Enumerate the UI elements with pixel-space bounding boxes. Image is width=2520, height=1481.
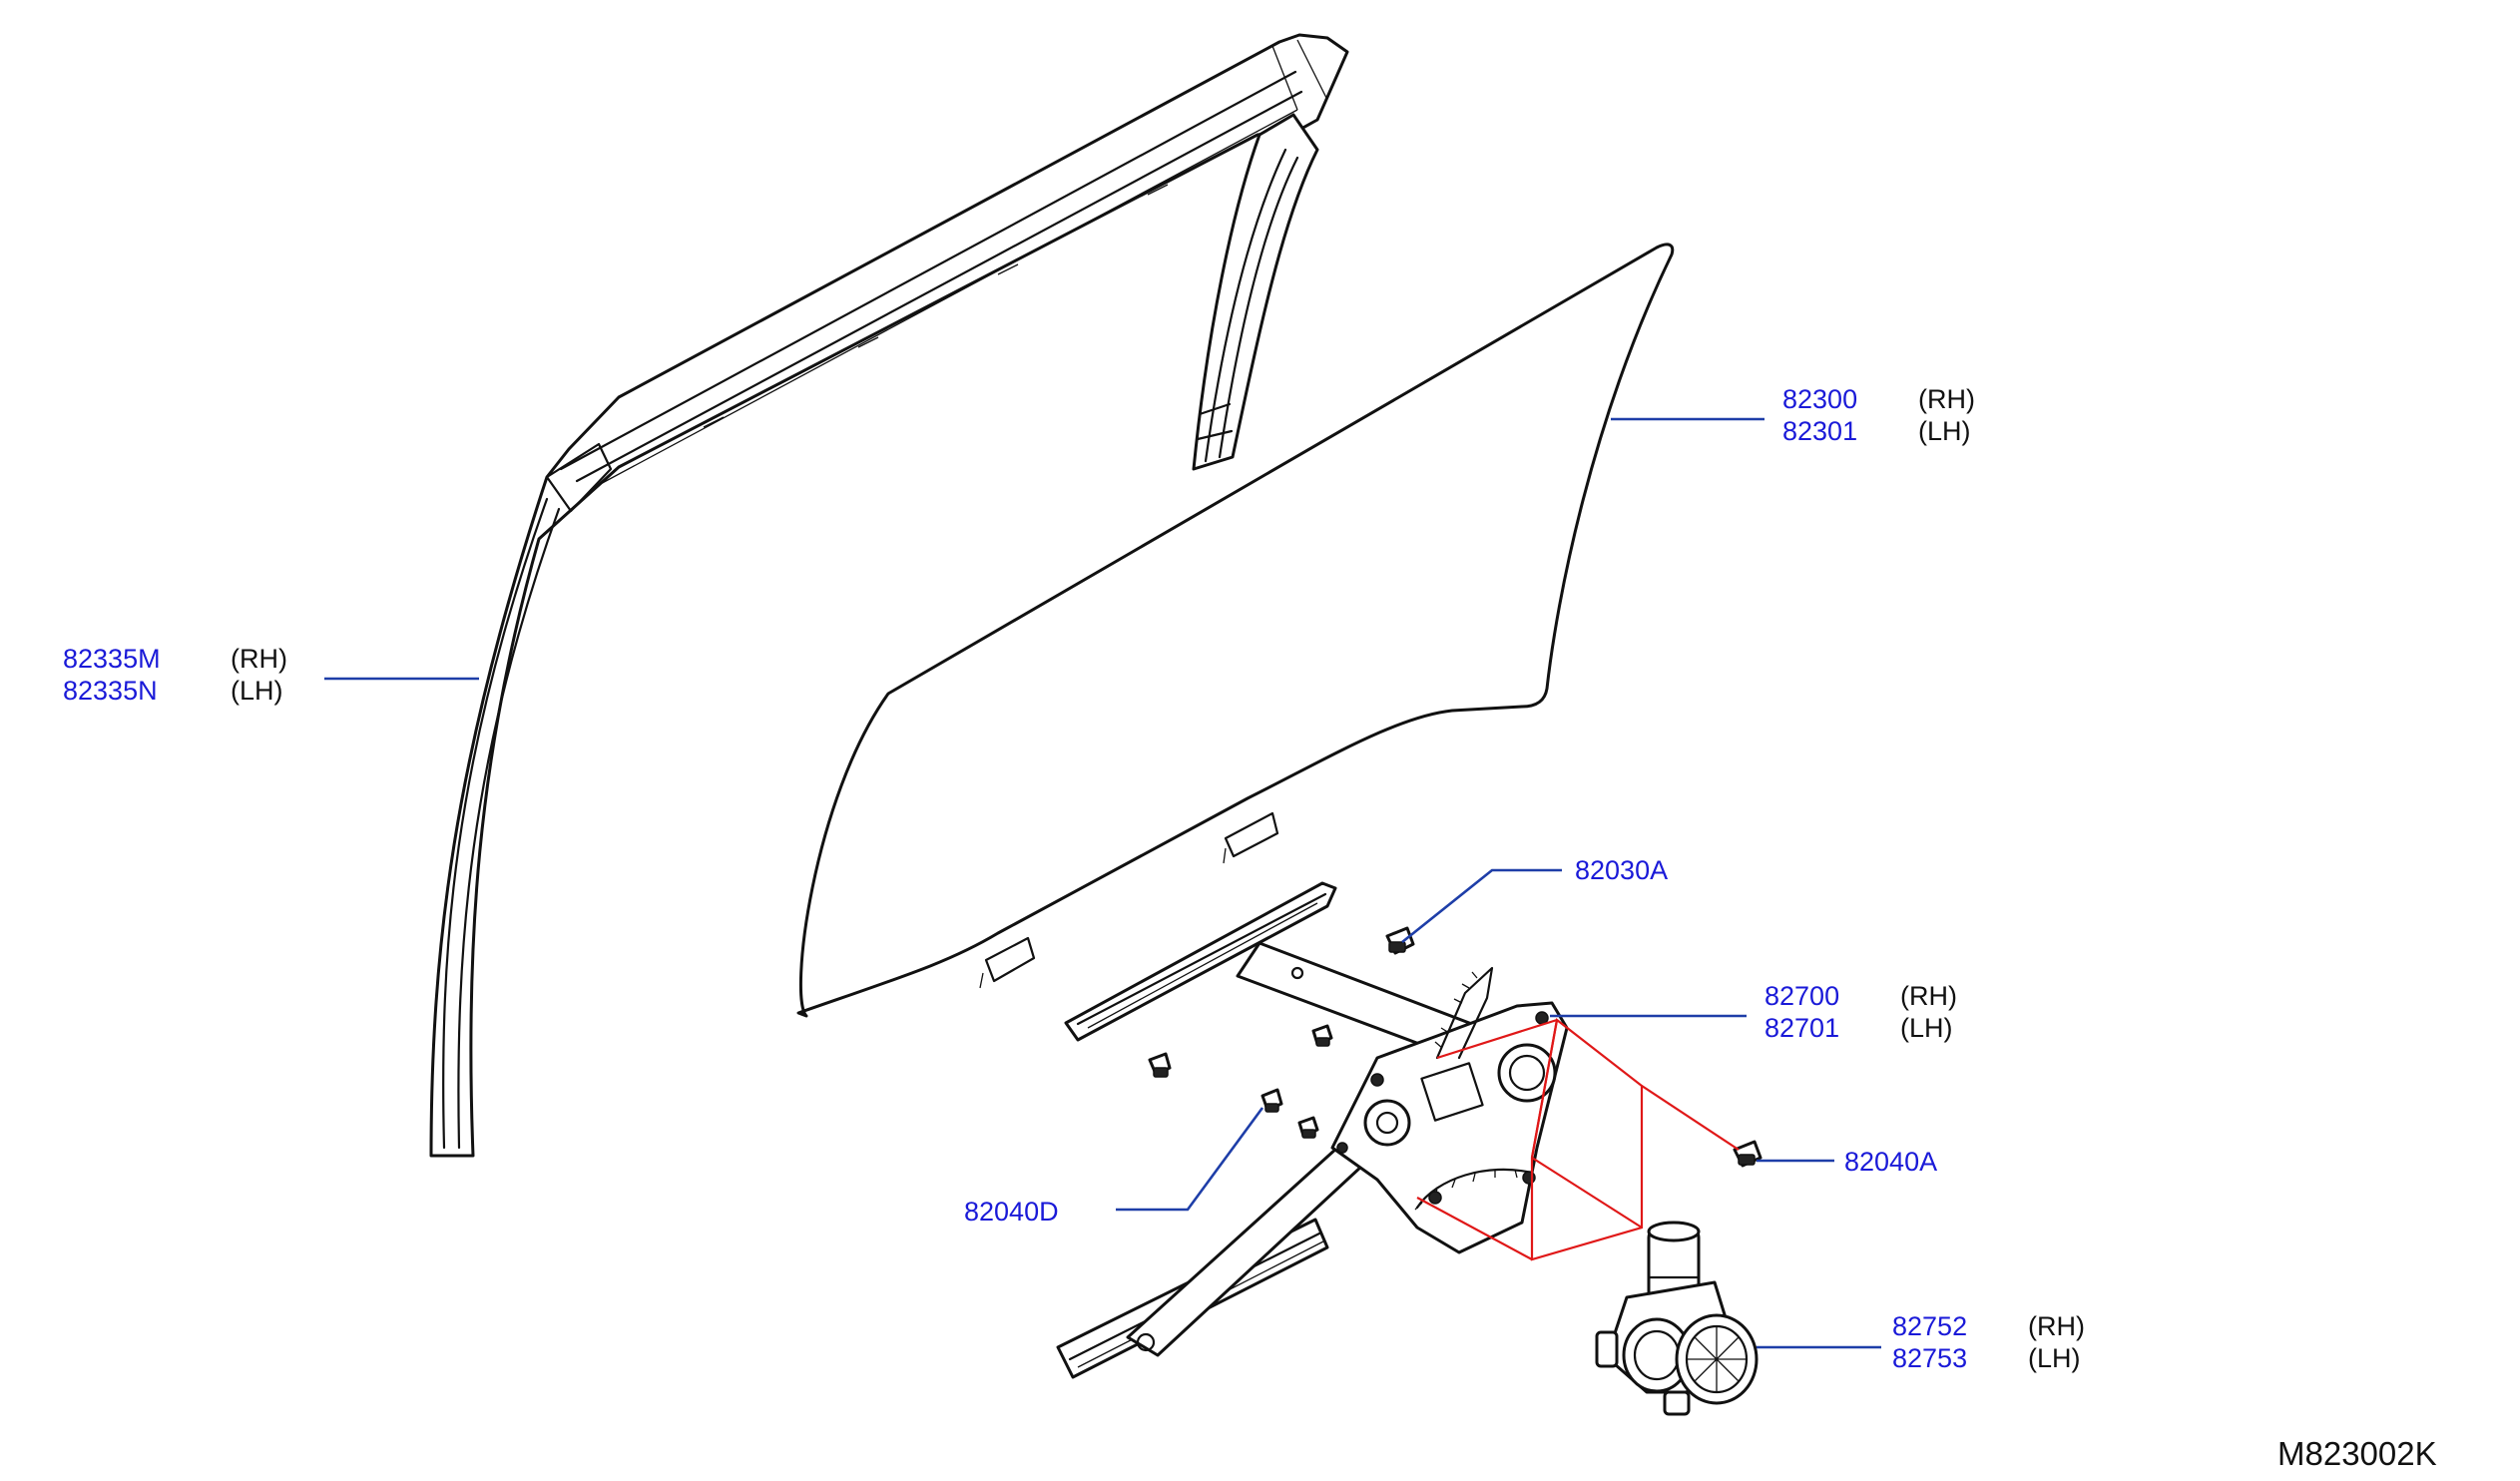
part-number[interactable]: 82040A xyxy=(1844,1147,1938,1177)
side-indicator: (RH) xyxy=(231,644,287,674)
window-regulator[interactable] xyxy=(1056,881,1569,1379)
part-number[interactable]: 82030A xyxy=(1575,855,1669,885)
part-number[interactable]: 82752 xyxy=(1892,1311,1968,1341)
part-number[interactable]: 82335M xyxy=(63,644,161,674)
side-indicator: (RH) xyxy=(1900,981,1957,1011)
part-number[interactable]: 82040D xyxy=(964,1197,1059,1227)
callout-glass: 82300 (RH) 82301 (LH) xyxy=(1782,383,1975,447)
diagram-code: M823002K xyxy=(2277,1435,2437,1472)
motor-mount-highlight xyxy=(1416,1018,1740,1261)
callout-sash: 82335M (RH) 82335N (LH) xyxy=(63,643,287,707)
callout-bolt-regulator: 82040A xyxy=(1844,1146,1937,1178)
bolt-82040a[interactable] xyxy=(1733,1140,1763,1168)
part-number[interactable]: 82701 xyxy=(1764,1013,1840,1043)
bolt-82040d-group[interactable] xyxy=(1148,1024,1333,1139)
part-number[interactable]: 82301 xyxy=(1782,416,1858,446)
callout-regulator: 82700 (RH) 82701 (LH) xyxy=(1764,980,1957,1044)
side-indicator: (RH) xyxy=(2028,1311,2085,1341)
door-sash-channel[interactable] xyxy=(429,33,1349,1158)
side-indicator: (LH) xyxy=(2028,1343,2081,1373)
leader-lines xyxy=(324,417,1881,1349)
door-glass[interactable] xyxy=(796,243,1675,1018)
callout-bolt-regulator-lower: 82040D xyxy=(964,1196,1059,1228)
side-indicator: (LH) xyxy=(1900,1013,1953,1043)
callout-bolt-glass: 82030A xyxy=(1575,854,1668,886)
part-number[interactable]: 82700 xyxy=(1764,981,1840,1011)
bolt-82030a[interactable] xyxy=(1385,926,1415,955)
part-number[interactable]: 82335N xyxy=(63,676,158,706)
side-indicator: (RH) xyxy=(1918,384,1975,414)
part-number[interactable]: 82300 xyxy=(1782,384,1858,414)
side-indicator: (LH) xyxy=(1918,416,1971,446)
part-number[interactable]: 82753 xyxy=(1892,1343,1968,1373)
callout-motor: 82752 (RH) 82753 (LH) xyxy=(1892,1310,2085,1374)
side-indicator: (LH) xyxy=(231,676,283,706)
regulator-motor[interactable] xyxy=(1595,1221,1759,1416)
